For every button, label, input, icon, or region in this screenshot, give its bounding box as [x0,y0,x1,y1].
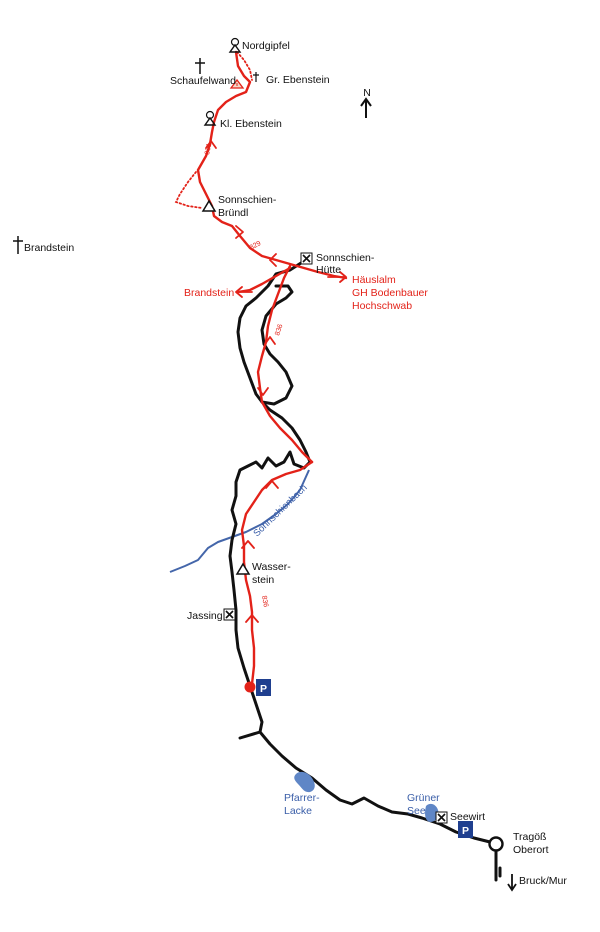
sonnschienbach-stream [169,469,310,573]
arrow-brandstein-dir [235,286,253,298]
label-kl-ebenstein: Kl. Ebenstein [220,118,282,130]
gr-ebenstein-cross-icon [253,72,259,82]
trail-arrow-8 [245,614,259,623]
trail-dotted-summit [236,51,253,81]
bruck-arrow-icon [507,874,517,892]
label-gr-ebenstein: Gr. Ebenstein [266,74,330,86]
label-brandstein-peak: Brandstein [24,242,74,254]
trail-number-829: 829 [249,240,263,252]
trail-arrow-7 [241,540,255,549]
access-road-south [238,730,498,882]
gr-ebenstein-summit-icon [229,78,245,89]
trail-arrow-2 [235,225,244,239]
label-jassing: Jassing [187,610,223,622]
sonnschien-bruendl-icon [201,199,217,212]
trailhead-start-dot [244,681,256,693]
label-gruener-see: Grüner See [407,792,443,817]
svg-text:P: P [462,825,469,837]
trail-number-836-lower: 836 [260,595,269,608]
sonnschien-huette-hut-icon [300,252,313,265]
tragoess-town-circle [488,836,504,852]
seewirt-inn-icon [435,811,448,824]
trail-836-middle [256,264,314,464]
arrow-haeuslalm-dir [327,271,347,283]
trail-number-831: 831 [204,142,213,155]
label-schaufelwand: Schaufelwand [170,75,236,87]
schaufelwand-cross-icon [195,58,205,74]
north-label: N [363,87,371,99]
trail-arrow-5 [257,387,269,396]
trail-dotted-west [174,171,203,209]
trail-arrow-1 [205,140,217,149]
trail-upper [196,50,348,280]
access-road [236,261,303,406]
svg-text:P: P [260,683,267,695]
trail-arrow-3 [269,253,277,267]
label-nordgipfel: Nordgipfel [242,40,290,52]
trail-branch-brandstein [236,266,292,294]
kl-ebenstein-summit-icon [203,110,217,126]
pfarrer-lacke-lake [294,771,315,793]
label-wasserstein: Wasser- stein [252,561,294,586]
label-sonnschien-bruendl: Sonnschien- Bründl [218,194,279,219]
parking-sign-gruener-see: P [458,821,473,838]
label-haeuslalm-direction: Häuslalm GH Bodenbauer Hochschwab [352,274,431,312]
label-bruck: Bruck/Mur [519,875,567,887]
access-road-mid [228,400,312,734]
north-arrow: N [360,87,372,118]
gruener-see-lake [425,803,439,822]
nordgipfel-summit-icon [228,37,242,53]
label-pfarrer-lacke: Pfarrer- Lacke [284,792,323,817]
north-arrow-icon [360,97,372,118]
trail-arrow-6 [265,480,279,489]
trail-number-836-middle: 836 [274,323,284,336]
trail-arrow-4 [264,336,276,345]
label-seewirt: Seewirt [450,811,485,823]
label-sonnschien-huette: Sonnschien- Hütte [316,252,377,276]
label-brandstein-direction: Brandstein [184,287,234,299]
wasserstein-icon [235,562,251,575]
label-tragoess: Tragöß Oberort [513,831,549,856]
parking-sign-trailhead: P [256,679,271,696]
jassing-inn-icon [223,608,236,621]
brandstein-cross-icon [13,236,23,254]
